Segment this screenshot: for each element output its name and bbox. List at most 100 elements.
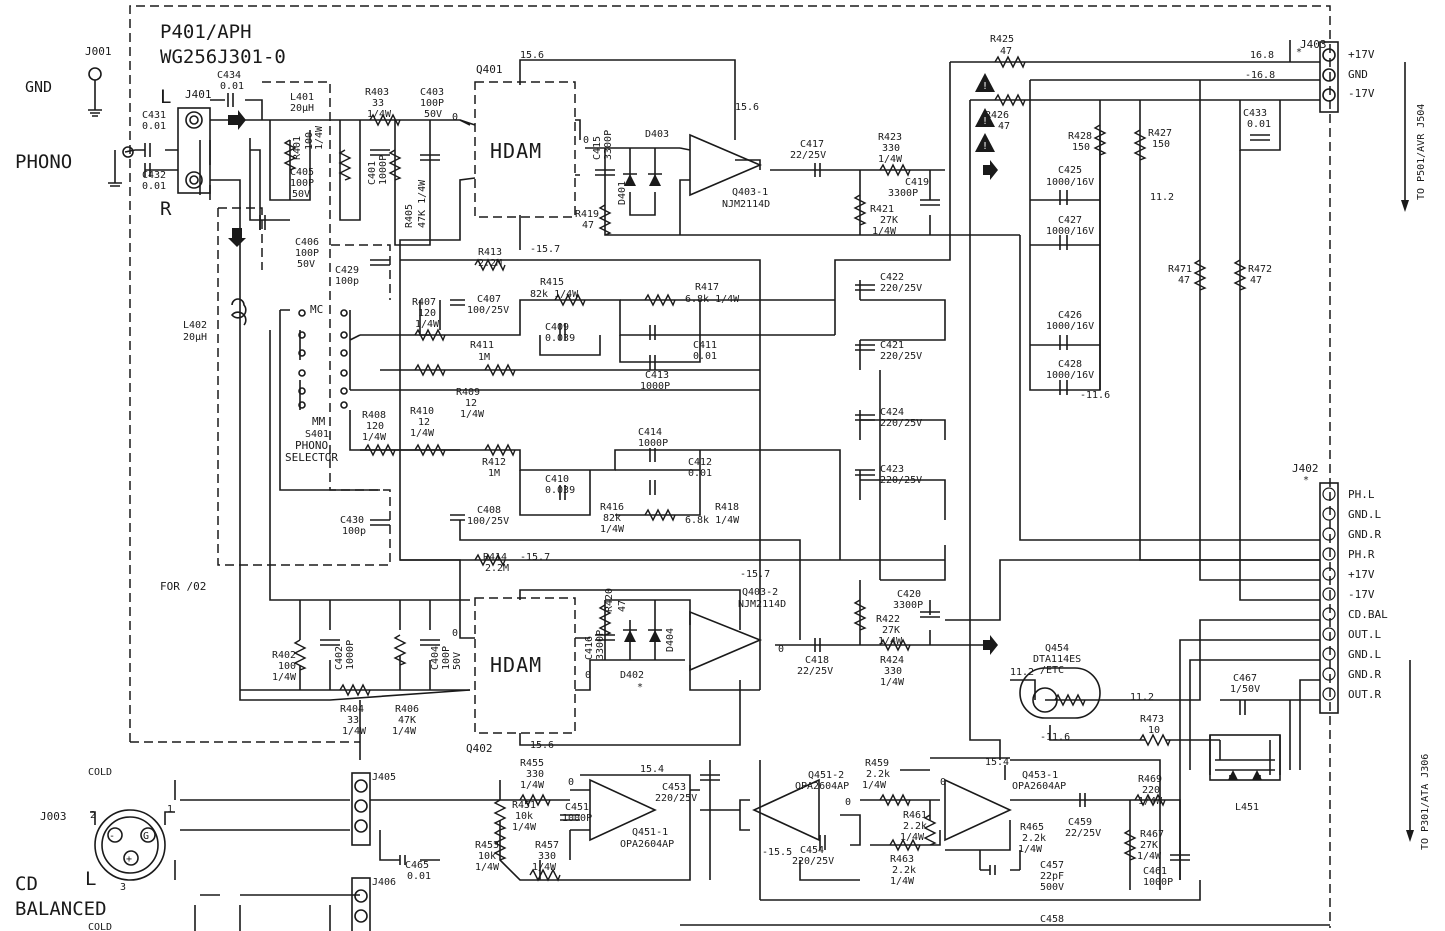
svg-text:1000P: 1000P (638, 438, 668, 449)
svg-text:150: 150 (1072, 142, 1090, 153)
svg-text:0: 0 (568, 777, 574, 788)
hdam-upper: HDAM (490, 139, 542, 163)
svg-text:1/4W: 1/4W (600, 524, 625, 535)
svg-text:100P: 100P (420, 98, 444, 109)
l-label: L (85, 868, 96, 890)
svg-text:+: + (126, 854, 132, 865)
svg-text:D401: D401 (617, 181, 628, 205)
svg-text:0.01: 0.01 (1247, 119, 1271, 130)
svg-text:R411: R411 (470, 340, 494, 351)
svg-text:22pF: 22pF (1040, 871, 1064, 882)
q451-1-label: Q451-1 (632, 827, 668, 838)
svg-text:47K: 47K (398, 715, 416, 726)
variant-02-box-top (262, 81, 331, 245)
svg-text:0: 0 (452, 112, 458, 123)
j403-pin-1: +17V (1348, 48, 1375, 61)
svg-text:J405: J405 (372, 772, 396, 783)
capacitors (144, 93, 1270, 875)
opamps (589, 133, 1012, 842)
svg-text:C411: C411 (693, 340, 717, 351)
svg-text:R469: R469 (1138, 774, 1162, 785)
j402-pin-4: PH.R (1348, 548, 1375, 561)
svg-text:1M: 1M (478, 352, 490, 363)
connectors (88, 41, 1339, 931)
svg-text:220/25V: 220/25V (655, 793, 697, 804)
svg-text:R414: R414 (483, 552, 507, 563)
svg-text:1/4W: 1/4W (1018, 844, 1043, 855)
svg-text:R406: R406 (395, 704, 419, 715)
svg-text:-15.7: -15.7 (520, 552, 550, 563)
right-channel-label: R (160, 198, 172, 220)
svg-text:1/4W: 1/4W (460, 409, 485, 420)
svg-text:R451: R451 (512, 800, 536, 811)
j402-pin-10: GND.R (1348, 668, 1381, 681)
to-p501-label: TO P501/AVR J504 (1416, 104, 1427, 200)
svg-text:1/4W: 1/4W (520, 780, 545, 791)
svg-text:27K: 27K (880, 215, 898, 226)
svg-text:C467: C467 (1233, 673, 1257, 684)
svg-text:C416: C416 (584, 636, 595, 660)
svg-text:1000P: 1000P (562, 813, 592, 824)
svg-text:100: 100 (278, 661, 296, 672)
svg-text:R404: R404 (340, 704, 364, 715)
svg-text:2.2k: 2.2k (903, 821, 927, 832)
svg-text:R471: R471 (1168, 264, 1192, 275)
svg-text:C451: C451 (565, 802, 589, 813)
svg-text:0: 0 (583, 135, 589, 146)
q402-label: Q402 (466, 742, 493, 755)
svg-text:R423: R423 (878, 132, 902, 143)
q451-2-label: Q451-2 (808, 770, 844, 781)
svg-text:0: 0 (940, 777, 946, 788)
svg-text:150: 150 (1152, 139, 1170, 150)
svg-text:*: * (1303, 475, 1309, 486)
svg-text:C426: C426 (1058, 310, 1082, 321)
cold-label: COLD (88, 767, 112, 778)
svg-text:R410: R410 (410, 406, 434, 417)
svg-text:*: * (637, 682, 643, 693)
svg-text:1/4W: 1/4W (475, 862, 500, 873)
svg-text:1/4W: 1/4W (878, 154, 903, 165)
svg-text:C402: C402 (334, 646, 345, 670)
svg-text:C425: C425 (1058, 165, 1082, 176)
svg-text:C403: C403 (420, 87, 444, 98)
svg-text:C429: C429 (335, 265, 359, 276)
svg-text:0.01: 0.01 (407, 871, 431, 882)
svg-text:J402: J402 (1292, 462, 1319, 475)
j402-pin-3: GND.R (1348, 528, 1381, 541)
svg-text:1/4W: 1/4W (272, 672, 297, 683)
hdam-lower: HDAM (490, 653, 542, 677)
svg-text:R419: R419 (575, 209, 599, 220)
svg-text:0.01: 0.01 (220, 81, 244, 92)
svg-text:82k: 82k (603, 513, 621, 524)
board-outline (129, 5, 1331, 928)
svg-text:R405: R405 (404, 204, 415, 228)
left-channel-label: L (160, 86, 171, 108)
j402-pin-1: PH.L (1348, 488, 1375, 501)
svg-text:3300P: 3300P (595, 630, 606, 660)
svg-text:R472: R472 (1248, 264, 1272, 275)
svg-text:1/4W: 1/4W (392, 726, 417, 737)
svg-text:27K: 27K (882, 625, 900, 636)
svg-text:-11.6: -11.6 (1040, 732, 1070, 743)
svg-text:1: 1 (167, 804, 173, 815)
svg-text:50V: 50V (452, 652, 463, 670)
wiring (108, 40, 1411, 931)
svg-text:22/25V: 22/25V (797, 666, 833, 677)
svg-text:2.2M: 2.2M (478, 258, 502, 269)
svg-text:R401: R401 (292, 136, 303, 160)
phono-label: PHONO (15, 151, 72, 173)
svg-text:330: 330 (538, 851, 556, 862)
q453-1-label: Q453-1 (1022, 770, 1058, 781)
cold-label-2: COLD (88, 922, 112, 931)
svg-text:1/4W: 1/4W (367, 109, 392, 120)
svg-text:C428: C428 (1058, 359, 1082, 370)
svg-text:-15.7: -15.7 (740, 569, 770, 580)
q401-label: Q401 (476, 63, 503, 76)
svg-text:100/25V: 100/25V (467, 516, 509, 527)
svg-text:2.2M: 2.2M (485, 563, 509, 574)
svg-text:R426: R426 (985, 110, 1009, 121)
j403-pin-3: -17V (1348, 87, 1375, 100)
ground-label: GND (25, 78, 52, 96)
svg-text:15.4: 15.4 (640, 764, 664, 775)
svg-text:R408: R408 (362, 410, 386, 421)
